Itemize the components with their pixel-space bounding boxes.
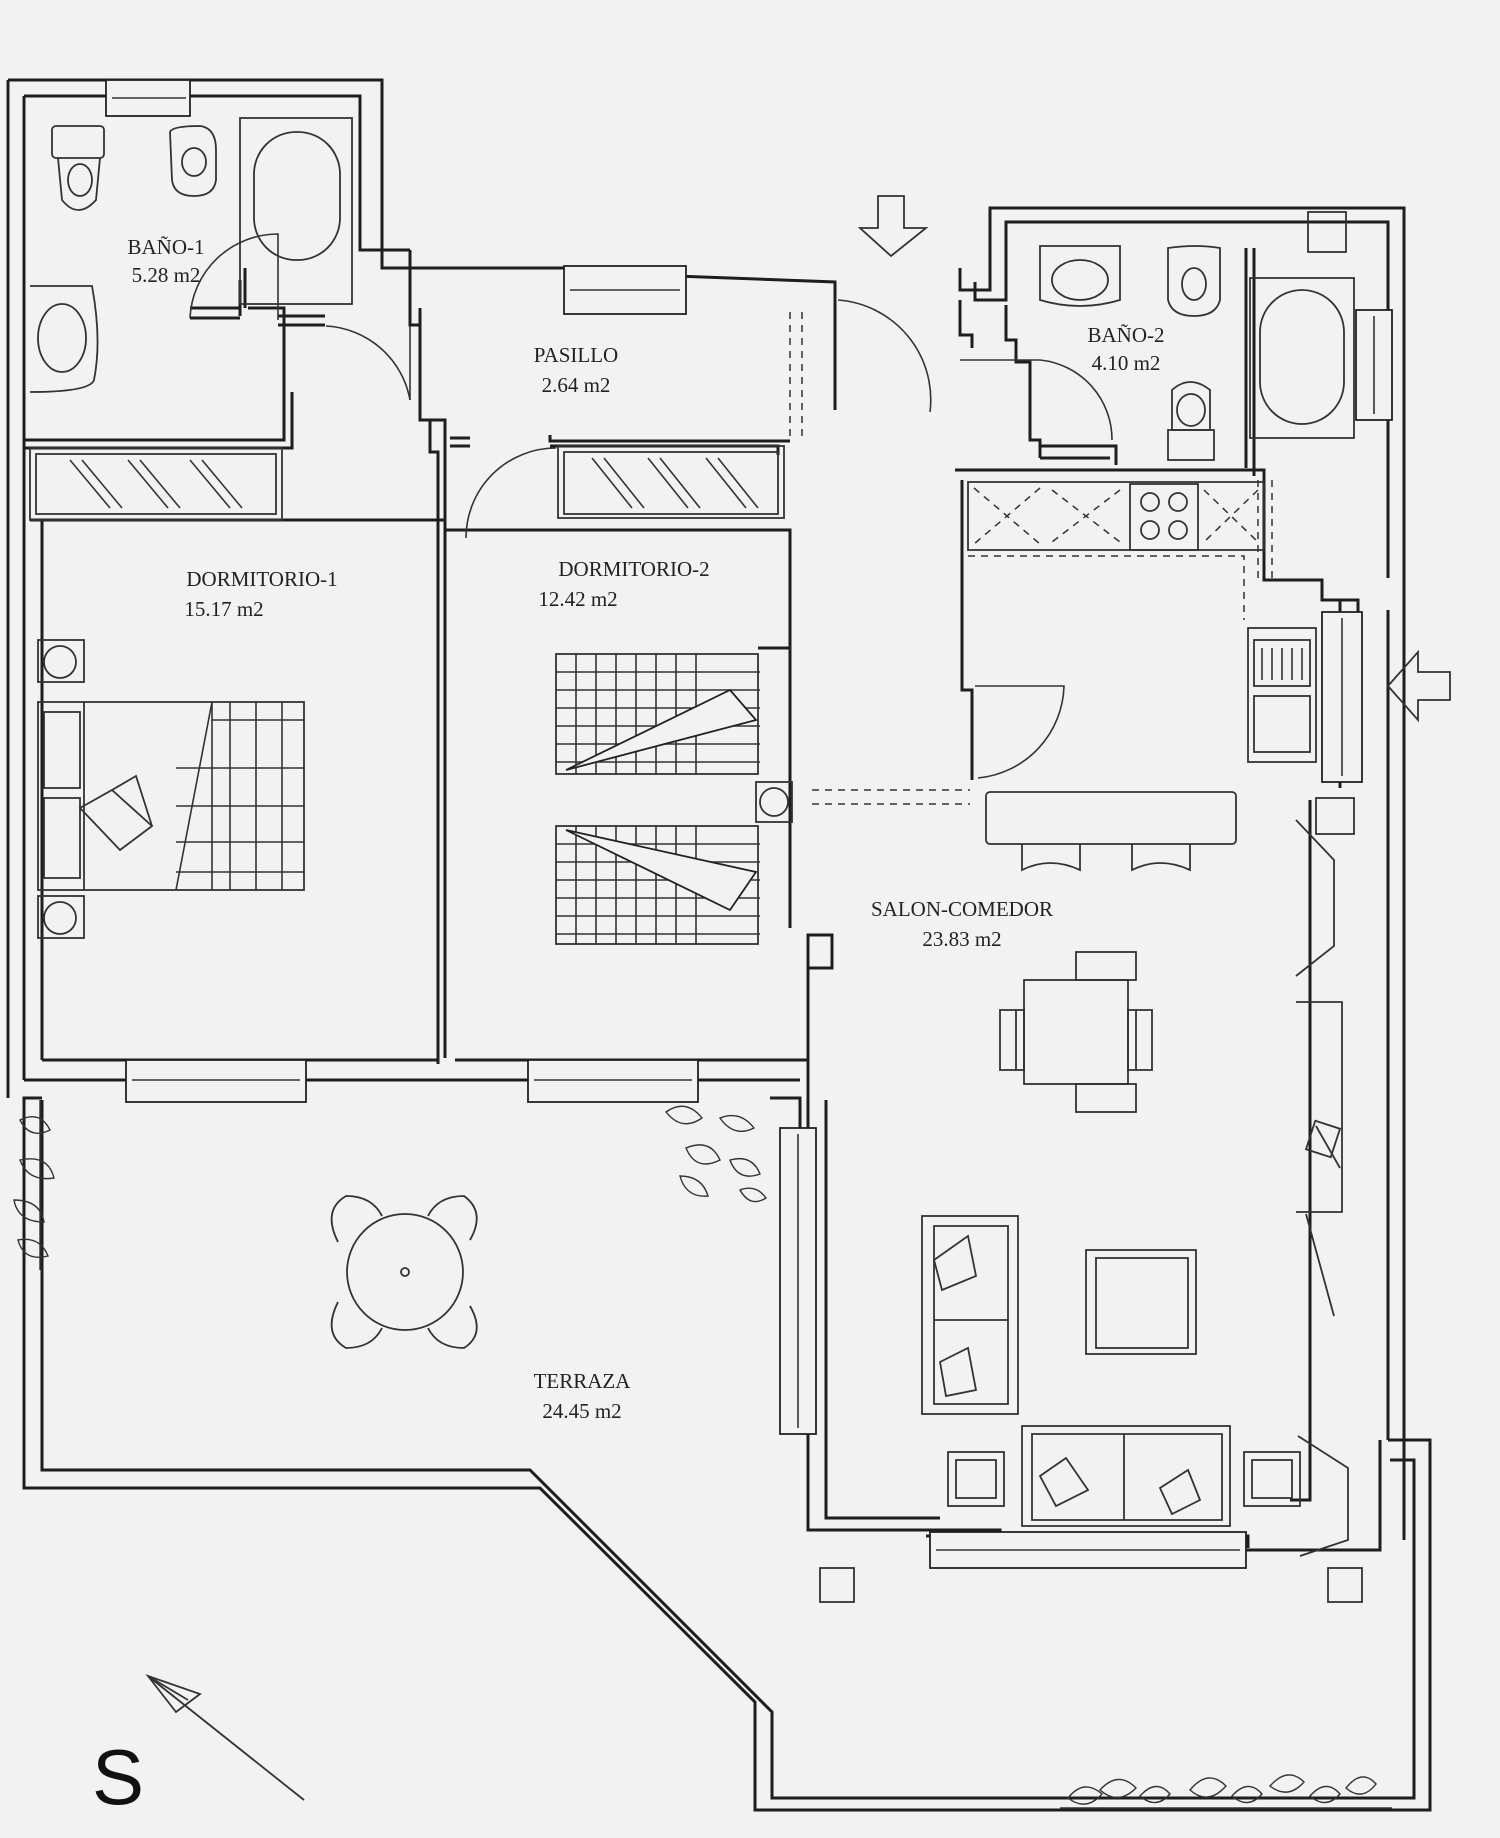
room-name: SALON-COMEDOR <box>871 897 1053 921</box>
room-label-terraza: TERRAZA 24.45 m2 <box>534 1369 632 1423</box>
room-label-dormitorio1: DORMITORIO-1 15.17 m2 <box>184 567 337 621</box>
north-arrow-icon <box>145 1674 305 1801</box>
orientation-letter: S <box>92 1733 144 1821</box>
room-area: 23.83 m2 <box>922 927 1001 951</box>
bano1-fixtures <box>29 117 353 521</box>
entrance-arrow-icon <box>1386 649 1451 723</box>
windows <box>105 79 1393 1569</box>
room-area: 2.64 m2 <box>542 373 611 397</box>
entrance-arrow-icon <box>857 195 929 258</box>
room-area: 15.17 m2 <box>184 597 263 621</box>
sofa-icon <box>921 1215 1301 1527</box>
room-area: 12.42 m2 <box>538 587 617 611</box>
bathtub-icon <box>239 117 353 305</box>
room-name: BAÑO-2 <box>1088 323 1165 347</box>
room-label-pasillo: PASILLO 2.64 m2 <box>534 343 618 397</box>
room-name: DORMITORIO-1 <box>186 567 337 591</box>
plant-icon <box>13 1100 1392 1809</box>
kitchen-fixtures <box>967 481 1355 835</box>
room-label-dormitorio2: DORMITORIO-2 12.42 m2 <box>538 557 709 611</box>
room-label-bano2: BAÑO-2 4.10 m2 <box>1088 323 1165 375</box>
bano2-fixtures <box>1039 211 1355 461</box>
stove-icon <box>1129 483 1199 551</box>
table-icon <box>985 791 1237 1355</box>
room-name: BAÑO-1 <box>128 235 205 259</box>
wardrobe-2 <box>557 445 785 519</box>
toilet-icon <box>51 125 105 211</box>
wardrobe-1 <box>29 447 283 521</box>
sink-icon <box>1247 627 1317 763</box>
fireplace <box>819 819 1363 1603</box>
sink-icon <box>1039 245 1121 307</box>
table-icon <box>330 1195 478 1349</box>
room-name: TERRAZA <box>534 1369 632 1393</box>
bidet-icon <box>169 125 217 197</box>
room-name: DORMITORIO-2 <box>558 557 709 581</box>
room-label-bano1: BAÑO-1 5.28 m2 <box>128 235 205 287</box>
sink-icon <box>29 285 99 393</box>
bed-icon <box>37 639 305 939</box>
room-label-salon: SALON-COMEDOR 23.83 m2 <box>871 897 1053 951</box>
doors <box>189 233 1273 805</box>
bidet-icon <box>1167 245 1221 317</box>
room-area: 4.10 m2 <box>1092 351 1161 375</box>
room-area: 5.28 m2 <box>132 263 201 287</box>
room-name: PASILLO <box>534 343 618 367</box>
toilet-icon <box>1167 381 1215 461</box>
room-area: 24.45 m2 <box>542 1399 621 1423</box>
twin-beds <box>555 653 793 945</box>
bathtub-icon <box>1249 277 1355 439</box>
